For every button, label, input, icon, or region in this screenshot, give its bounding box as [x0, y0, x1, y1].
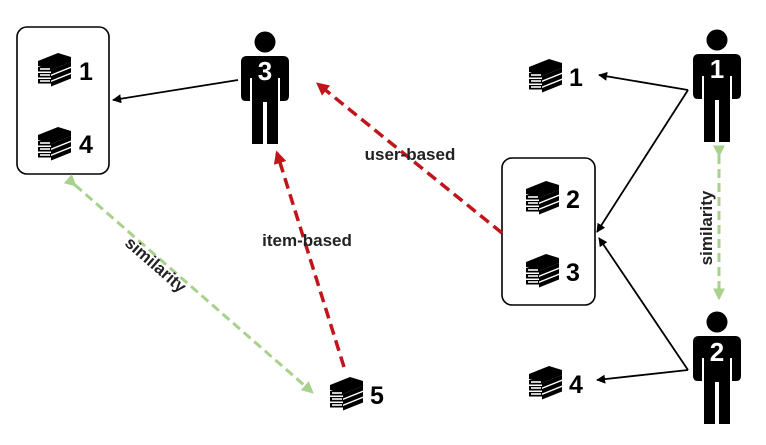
left-book-1-number: 1	[79, 58, 93, 86]
user-based-label: user-based	[365, 145, 456, 164]
book-stack-icon	[330, 377, 363, 411]
box-book-3-number: 3	[566, 259, 580, 287]
arrow-user1-to-right-group	[596, 89, 689, 233]
item-similarity-label: similarity	[121, 233, 190, 297]
book-stack-icon	[526, 181, 559, 215]
book-stack-icon	[38, 53, 71, 87]
bottom-book-5-number: 5	[370, 382, 384, 410]
right-book-4-number: 4	[569, 371, 583, 399]
arrow-user1-to-book1	[598, 71, 689, 91]
book-stack-icon	[529, 59, 562, 93]
user-2-number: 2	[710, 337, 724, 367]
left-item-group-box	[16, 26, 110, 175]
item-based-label: item-based	[262, 231, 352, 250]
user-3-number: 3	[258, 56, 272, 86]
box-book-2-number: 2	[566, 186, 580, 214]
user-1-number: 1	[710, 54, 724, 84]
right-book-1-number: 1	[569, 64, 583, 92]
person-icon	[693, 29, 741, 142]
book-stack-icon	[38, 127, 71, 161]
person-icon	[241, 31, 289, 144]
item-similarity-arrow	[63, 174, 314, 394]
book-stack-icon	[526, 254, 559, 288]
arrow-user2-to-book4	[596, 369, 689, 384]
item-based-arrow	[273, 150, 346, 368]
book-stack-icon	[529, 366, 562, 400]
person-icon	[693, 311, 741, 424]
arrow-user2-to-right-group	[598, 237, 689, 371]
arrow-user3-to-left-group	[112, 79, 239, 104]
user-based-arrow	[315, 82, 504, 235]
left-book-4-number: 4	[79, 131, 93, 159]
user-similarity-label: similarity	[697, 190, 716, 265]
